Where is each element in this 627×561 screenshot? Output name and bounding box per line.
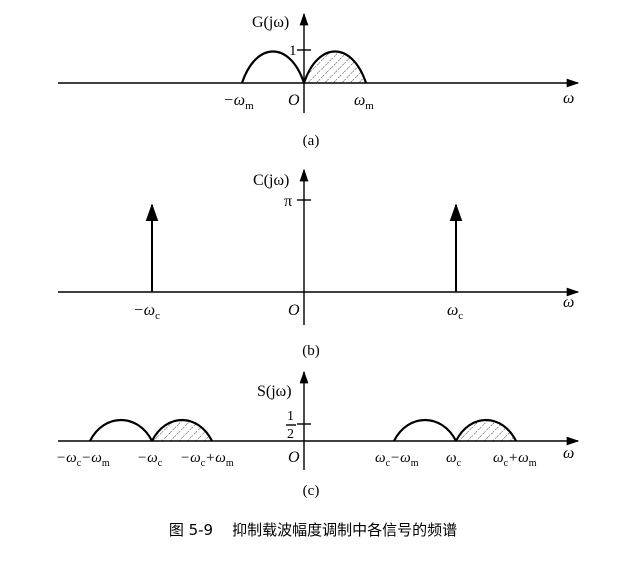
panel-a-hatched-area [304,51,366,83]
panel-b-ylabel: C(jω) [253,172,289,189]
panel-c-tick-num: 1 [287,409,294,424]
panel-c-label-2: −ωc [137,450,163,469]
panel-a-caption: (a) [303,133,320,149]
panel-b: C(jω) π −ωc O ωc ω (b) [58,168,580,359]
panel-c-lobe-4 [455,418,517,442]
panel-b-origin: O [288,302,300,319]
panel-c: S(jω) 1 2 −ωc−ωm −ωc −ωc+ωm O ωc−ωm ωc ω… [56,370,580,499]
panel-c-lobe-1 [89,418,153,442]
panel-a-origin: O [288,92,300,109]
panel-a-xlabel: ω [563,90,574,107]
panel-c-label-4: ωc−ωm [375,450,419,469]
panel-c-label-5: ωc [446,450,462,469]
panel-b-xlabel: ω [563,294,574,311]
panel-c-caption: (c) [303,483,320,499]
panel-b-pos-wc-label: ωc [447,302,463,322]
panel-c-label-6: ωc+ωm [493,450,537,469]
panel-c-tick-den: 2 [287,427,294,442]
panel-c-hatched-pos [456,420,516,441]
panel-c-xlabel: ω [563,445,574,462]
panel-a-ylabel: G(jω) [252,14,289,31]
panel-b-caption: (b) [302,343,320,359]
panel-a-right-lobe [302,50,368,84]
figure-caption: 图 5-9 抑制载波幅度调制中各信号的频谱 [169,521,457,539]
panel-c-label-1: −ωc−ωm [56,450,110,469]
panel-a-neg-wm-label: −ωm [223,92,254,112]
panel-a-left-lobe [240,50,306,84]
panel-c-lobe-3 [393,418,457,442]
panel-c-label-3: −ωc+ωm [180,450,234,469]
panel-c-origin: O [288,449,300,466]
panel-a-pos-wm-label: ωm [354,92,374,112]
panel-c-lobe-2 [151,418,213,442]
panel-b-neg-wc-label: −ωc [133,302,160,322]
panel-a: G(jω) 1 −ωm O ωm ω (a) [58,12,580,149]
panel-a-tick-one-label: 1 [289,43,297,59]
panel-c-hatched-neg [152,420,212,441]
panel-c-ylabel: S(jω) [257,383,292,400]
panel-b-tick-pi-label: π [284,193,292,210]
